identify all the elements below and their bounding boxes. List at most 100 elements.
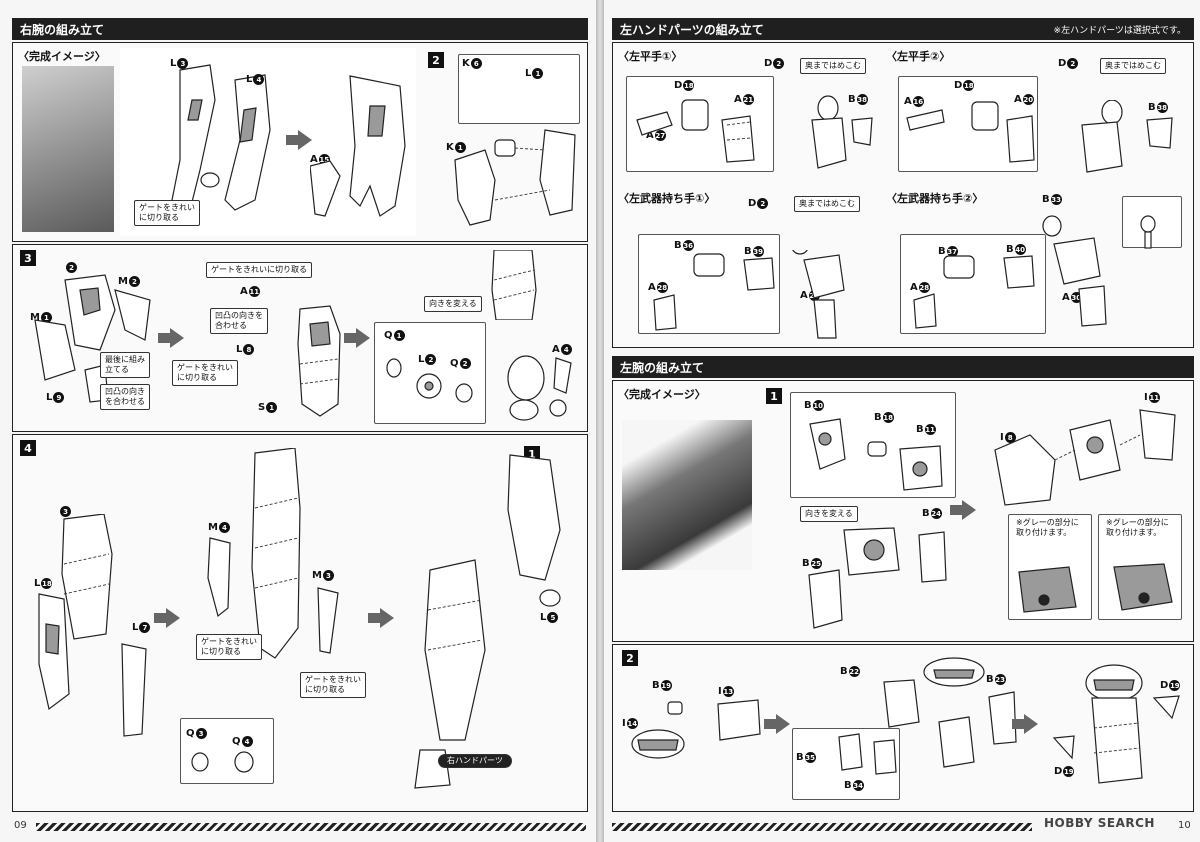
arm-step2-result-sketch <box>1044 658 1184 792</box>
left-hand-header: 左ハンドパーツの組み立て ※左ハンドパーツは選択式です。 <box>612 18 1194 40</box>
flow-arrow <box>154 608 180 628</box>
right-arm-header: 右腕の組み立て <box>12 18 588 40</box>
part-3: 3 <box>60 506 71 517</box>
flow-arrow <box>158 328 184 348</box>
arm-step2-assembly-sketch <box>824 652 1024 796</box>
step4-forearm-sketch <box>34 513 158 748</box>
step3-shoulder-sketch <box>496 348 576 426</box>
step4-arm-sketch <box>200 447 350 672</box>
hand1-sketch <box>632 90 880 178</box>
left-arm-title: 左腕の組み立て <box>620 360 705 375</box>
callout-align-bumps-2: 凹凸の向きを 合わせる <box>210 308 268 334</box>
right-arm-title: 右腕の組み立て <box>20 22 105 37</box>
step-4-badge: 4 <box>20 440 36 456</box>
hand-section-3-label: 〈左武器持ち手①〉 <box>618 192 716 205</box>
step4-joint-box <box>180 718 274 784</box>
callout-last-assemble: 最後に組み 立てる <box>100 352 150 378</box>
flow-arrow <box>764 714 790 734</box>
step-3-badge: 3 <box>20 250 36 266</box>
arm-preview-label: 〈完成イメージ〉 <box>618 388 706 401</box>
callout-change-direction: 向きを変える <box>424 296 482 312</box>
arm-step2-sketch <box>628 694 768 778</box>
left-page: 右腕の組み立て 〈完成イメージ〉 1 L3 L4 ゲートをきれい に切り取る A… <box>0 0 596 842</box>
preview-label: 〈完成イメージ〉 <box>18 50 106 63</box>
footer-hatch-right <box>612 823 1032 831</box>
hand3-sketch <box>644 233 864 344</box>
step4-joint-sketch <box>186 748 272 784</box>
arm-step1-assembly-sketch <box>990 400 1186 514</box>
step4-assembly-sketch <box>400 450 580 804</box>
preview-photo <box>22 66 114 232</box>
row3-frame <box>12 434 588 812</box>
flow-arrow <box>950 500 976 520</box>
flow-arrow <box>344 328 370 348</box>
left-hand-title: 左ハンドパーツの組み立て <box>620 22 764 37</box>
right-page-number: 10 <box>1178 820 1191 831</box>
part-2: 2 <box>66 262 77 273</box>
hand-section-1-label: 〈左平手①〉 <box>618 50 683 63</box>
book-gutter <box>596 0 604 842</box>
arm-preview-photo <box>622 420 752 570</box>
step3-joint-sketch <box>384 348 480 422</box>
callout-gate-clean-single: ゲートをきれいに切り取る <box>206 262 312 278</box>
callout-align-bumps: 凹凸の向き を合わせる <box>100 384 150 410</box>
flow-arrow <box>286 130 312 150</box>
callout-push-in-1: 奥まではめこむ <box>800 58 866 74</box>
flow-arrow <box>1012 714 1038 734</box>
step3-upperarm-sketch <box>484 249 544 324</box>
arm-change-direction: 向きを変える <box>800 506 858 522</box>
left-hand-note: ※左ハンドパーツは選択式です。 <box>1053 25 1186 36</box>
step-2-badge: 2 <box>428 52 444 68</box>
left-arm-header: 左腕の組み立て <box>612 356 1194 378</box>
hand-section-2-label: 〈左平手②〉 <box>886 50 951 63</box>
flow-arrow <box>368 608 394 628</box>
gray-parts-sketch <box>1014 562 1184 622</box>
step2-sketch <box>450 120 580 234</box>
callout-gate-clean-4: ゲートをきれい に切り取る <box>300 672 366 698</box>
hobby-search-logo: HOBBY SEARCH <box>1044 816 1155 830</box>
arm-step1-result-sketch <box>804 520 954 640</box>
arm-step1-parts-sketch <box>800 414 950 498</box>
step3-forearm-sketch <box>290 304 350 424</box>
left-page-number: 09 <box>14 820 27 831</box>
